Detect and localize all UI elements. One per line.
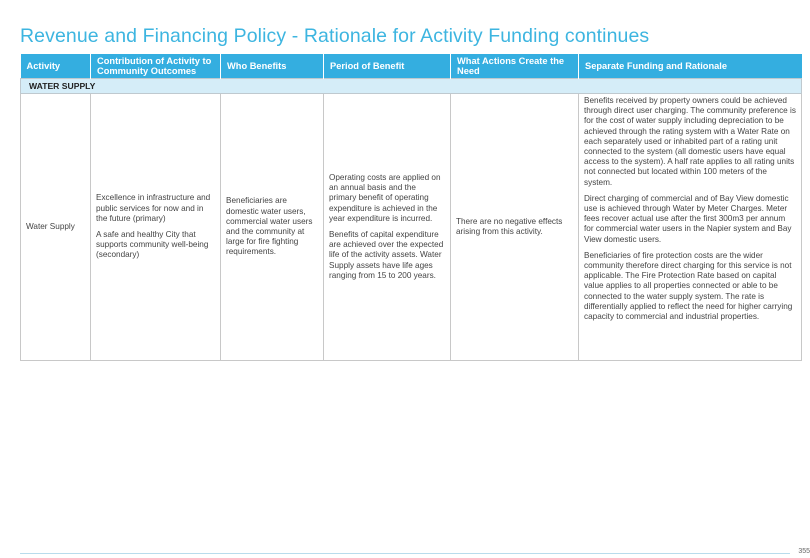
page-number: 355: [798, 548, 810, 555]
activity-name: Water Supply: [26, 221, 75, 231]
cell-who-benefits: Beneficiaries are domestic water users, …: [220, 93, 324, 361]
rationale-paragraph-2: Direct charging of commercial and of Bay…: [584, 193, 792, 244]
cell-contribution: Excellence in infrastructure and public …: [90, 93, 221, 361]
cell-funding-rationale: Benefits received by property owners cou…: [578, 93, 802, 361]
period-capital: Benefits of capital expenditure are achi…: [329, 230, 444, 280]
table-row: Water Supply Excellence in infrastructur…: [20, 93, 802, 361]
header-contribution: Contribution of Activity to Community Ou…: [90, 54, 221, 79]
table-header-row: Activity Contribution of Activity to Com…: [20, 54, 802, 79]
header-funding-rationale: Separate Funding and Rationale: [578, 54, 802, 79]
rationale-paragraph-3: Beneficiaries of fire protection costs a…: [584, 250, 793, 322]
page-title: Revenue and Financing Policy - Rationale…: [20, 25, 650, 48]
cell-period-of-benefit: Operating costs are applied on an annual…: [323, 93, 451, 361]
cell-actions: There are no negative effects arising fr…: [450, 93, 579, 361]
period-operating: Operating costs are applied on an annual…: [329, 172, 441, 223]
header-period-of-benefit: Period of Benefit: [323, 54, 451, 79]
contribution-secondary: A safe and healthy City that supports co…: [96, 230, 209, 260]
rationale-paragraph-1: Benefits received by property owners cou…: [584, 96, 796, 187]
section-row: WATER SUPPLY: [20, 78, 802, 94]
actions-text: There are no negative effects arising fr…: [456, 216, 563, 236]
footer-rule: [20, 553, 790, 554]
rationale-table: Activity Contribution of Activity to Com…: [20, 54, 802, 361]
cell-activity: Water Supply: [20, 93, 91, 361]
contribution-primary: Excellence in infrastructure and public …: [96, 193, 211, 223]
header-who-benefits: Who Benefits: [220, 54, 324, 79]
section-label: WATER SUPPLY: [20, 78, 802, 94]
header-activity: Activity: [20, 54, 91, 79]
header-actions-create-need: What Actions Create the Need: [450, 54, 579, 79]
who-benefits-text: Beneficiaries are domestic water users, …: [226, 196, 313, 257]
